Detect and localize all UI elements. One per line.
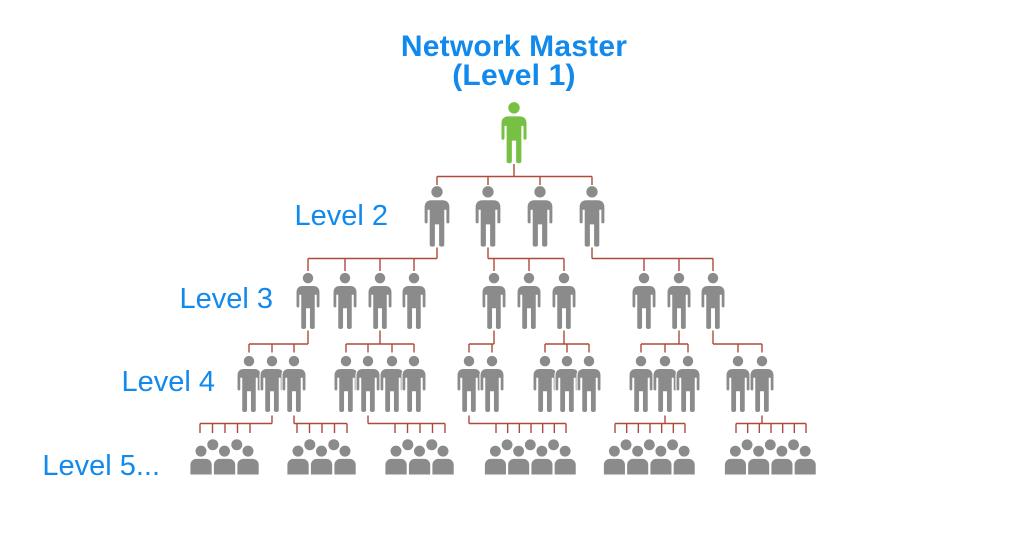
level-5-label: Level 5... [42, 450, 160, 482]
level2-person-icon [526, 185, 554, 248]
level5-crowd-icon [483, 438, 577, 475]
level4-person-icon [554, 354, 580, 414]
level4-person-icon [379, 354, 405, 414]
level5-crowd-icon [189, 438, 260, 475]
level5-crowd-icon [602, 438, 696, 475]
level4-person-icon [333, 354, 359, 414]
level4-person-icon [725, 354, 751, 414]
title-level-1: (Level 1) [452, 58, 576, 92]
level3-person-icon [551, 271, 577, 331]
level-4-label: Level 4 [121, 366, 215, 398]
network-master-person-icon [500, 101, 528, 165]
level4-person-icon [355, 354, 381, 414]
level3-person-icon [631, 271, 657, 331]
level-2-label: Level 2 [294, 200, 388, 232]
level3-person-icon [332, 271, 358, 331]
level3-person-icon [700, 271, 726, 331]
level5-crowd-icon [723, 438, 817, 475]
level3-person-icon [666, 271, 692, 331]
level4-person-icon [259, 354, 285, 414]
level5-crowd-icon [384, 438, 455, 475]
level5-crowd-icon [286, 438, 357, 475]
level4-person-icon [281, 354, 307, 414]
level3-person-icon [295, 271, 321, 331]
diagram-title: Network Master (Level 1) [314, 30, 714, 92]
level4-person-icon [236, 354, 262, 414]
level2-person-icon [578, 185, 606, 248]
level3-person-icon [481, 271, 507, 331]
level2-person-icon [423, 185, 451, 248]
level4-person-icon [576, 354, 602, 414]
level-3-label: Level 3 [179, 283, 273, 315]
level4-person-icon [749, 354, 775, 414]
level4-person-icon [652, 354, 678, 414]
level4-person-icon [401, 354, 427, 414]
level4-person-icon [532, 354, 558, 414]
level4-person-icon [456, 354, 482, 414]
level4-person-icon [628, 354, 654, 414]
level3-person-icon [367, 271, 393, 331]
level3-person-icon [516, 271, 542, 331]
level3-person-icon [401, 271, 427, 331]
connector-lines [199, 164, 807, 433]
title-network-master: Network Master [400, 30, 628, 63]
level2-person-icon [474, 185, 502, 248]
level4-person-icon [675, 354, 701, 414]
level4-person-icon [479, 354, 505, 414]
